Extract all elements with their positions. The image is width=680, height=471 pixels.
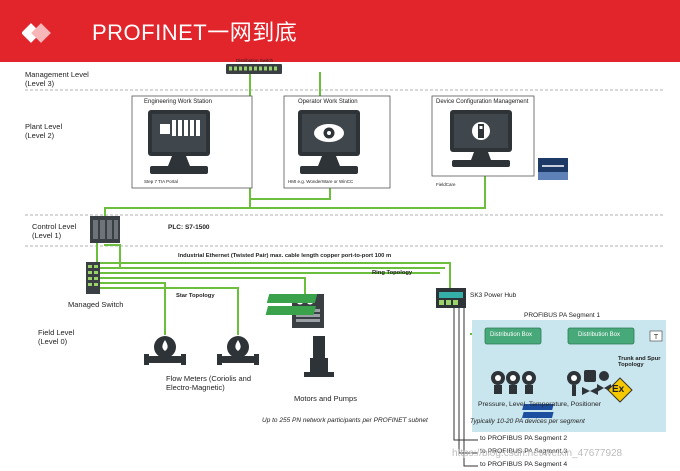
segment-3-label: to PROFIBUS PA Segment 3 bbox=[480, 448, 568, 455]
engineering-ws-label: Engineering Work Station bbox=[144, 99, 212, 105]
profinet-logo-icon bbox=[265, 294, 318, 315]
distribution-box-2-label: Distribution Box bbox=[578, 332, 621, 338]
positioner-icon bbox=[582, 370, 598, 395]
flow-meters-label: Flow Meters (Coriolis and Electro-Magnet… bbox=[166, 374, 252, 392]
header-banner bbox=[0, 0, 680, 62]
svg-text:T: T bbox=[654, 334, 659, 341]
operator-sw-label: HMI e.g. WonderWare or WinCC bbox=[288, 179, 354, 184]
ex-hazard-icon bbox=[607, 377, 633, 403]
level-field: Field Level(Level 0) bbox=[38, 328, 75, 346]
motors-pumps-label: Motors and Pumps bbox=[294, 394, 357, 403]
segment-2-label: to PROFIBUS PA Segment 2 bbox=[480, 435, 568, 442]
ethernet-label: Industrial Ethernet (Twisted Pair) max. … bbox=[178, 253, 392, 259]
flow-meter-icon-1 bbox=[144, 336, 186, 365]
plc-label: PLC: S7-1500 bbox=[168, 224, 210, 231]
engineering-sw-label: Step 7 TIA Portal bbox=[144, 179, 178, 184]
device-config-label: Device Configuration Management bbox=[436, 99, 529, 105]
star-topology-label: Star Topology bbox=[176, 293, 215, 299]
managed-switch-icon bbox=[86, 262, 100, 294]
motor-pump-icon bbox=[304, 336, 334, 377]
segment-4-label: to PROFIBUS PA Segment 4 bbox=[480, 461, 568, 468]
logo-icon bbox=[22, 23, 51, 43]
profibus-logo-icon bbox=[521, 404, 554, 418]
operator-monitor-icon bbox=[298, 110, 360, 174]
profinet-logo-text-2: NET bbox=[362, 306, 384, 313]
operator-ws-label: Operator Work Station bbox=[298, 99, 358, 105]
ring-topology-label: Ring Topology bbox=[372, 270, 413, 276]
profinet-logo-text-1: PROFI bbox=[352, 294, 382, 301]
level-management: Management Level(Level 3) bbox=[25, 70, 89, 88]
pa-devices-count-label: Typically 10-20 PA devices per segment bbox=[470, 418, 585, 425]
distribution-switch-label: Distribution Switch bbox=[236, 58, 274, 63]
managed-switch-label: Managed Switch bbox=[68, 300, 124, 309]
distribution-box-2 bbox=[567, 327, 635, 345]
ex-label: Ex bbox=[612, 384, 625, 395]
green-cables bbox=[96, 72, 568, 335]
device-config-monitor-icon bbox=[450, 110, 512, 167]
sk3-power-hub-icon bbox=[436, 288, 466, 308]
terminator-icon bbox=[649, 330, 663, 342]
pa-lines bbox=[453, 308, 478, 467]
watermark: https://blog.csdn.net/weixin_47677928 bbox=[452, 448, 623, 459]
device-config-sw-label: FieldCare bbox=[436, 182, 456, 187]
pa-devices-label: Pressure, Level, Temperature, Positioner bbox=[478, 401, 602, 408]
level-plant: Plant Level(Level 2) bbox=[25, 122, 63, 140]
fdt-logo-icon bbox=[538, 158, 568, 180]
participants-label: Up to 255 PN network participants per PR… bbox=[262, 417, 428, 424]
plc-icon bbox=[90, 216, 120, 243]
level-separators bbox=[25, 89, 665, 247]
page-title: PROFINET一网到底 bbox=[92, 20, 298, 45]
flow-meter-icon-2 bbox=[217, 336, 259, 365]
level-control: Control Level(Level 1) bbox=[32, 222, 77, 240]
distribution-box-1-label: Distribution Box bbox=[490, 332, 533, 338]
distribution-switch-icon bbox=[226, 64, 282, 74]
pa-segment-1-label: PROFIBUS PA Segment 1 bbox=[524, 312, 601, 319]
engineering-monitor-icon bbox=[148, 110, 210, 174]
trunk-spur-label: Trunk and Spur Topology bbox=[618, 356, 661, 368]
sk3-label: SK3 Power Hub bbox=[470, 292, 517, 299]
distribution-box-1 bbox=[484, 327, 542, 345]
